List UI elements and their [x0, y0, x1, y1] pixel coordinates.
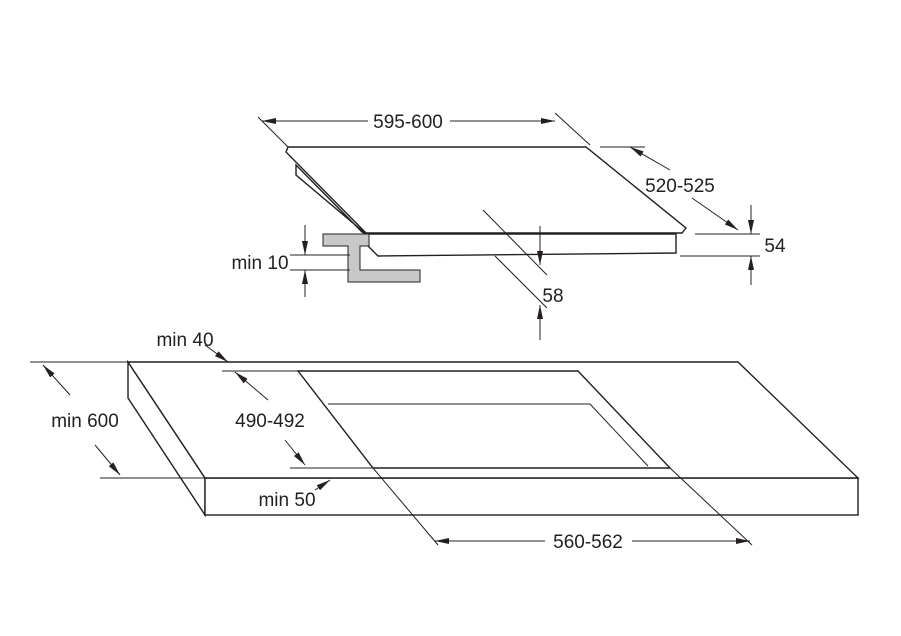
worktop: [126, 359, 860, 518]
worktop-depth-label: min 600: [51, 411, 119, 432]
bracket-clearance-label: min 10: [231, 253, 288, 274]
front-margin-label: min 50: [258, 490, 315, 511]
hob-width-label: 595-600: [373, 112, 443, 133]
rear-margin-label: min 40: [156, 330, 213, 351]
hob-height-label: 54: [764, 236, 786, 257]
cutout-depth-label: 490-492: [235, 411, 305, 432]
built-in-depth-label: 58: [542, 286, 563, 307]
hob-glass-top: [285, 146, 687, 234]
cutout-width-label: 560-562: [553, 532, 623, 553]
mounting-bracket: [322, 233, 421, 283]
hob: [285, 146, 687, 257]
dimension-lines: [30, 112, 760, 546]
hob-depth-label: 520-525: [645, 176, 715, 197]
cutout-inner-edge: [328, 403, 649, 467]
